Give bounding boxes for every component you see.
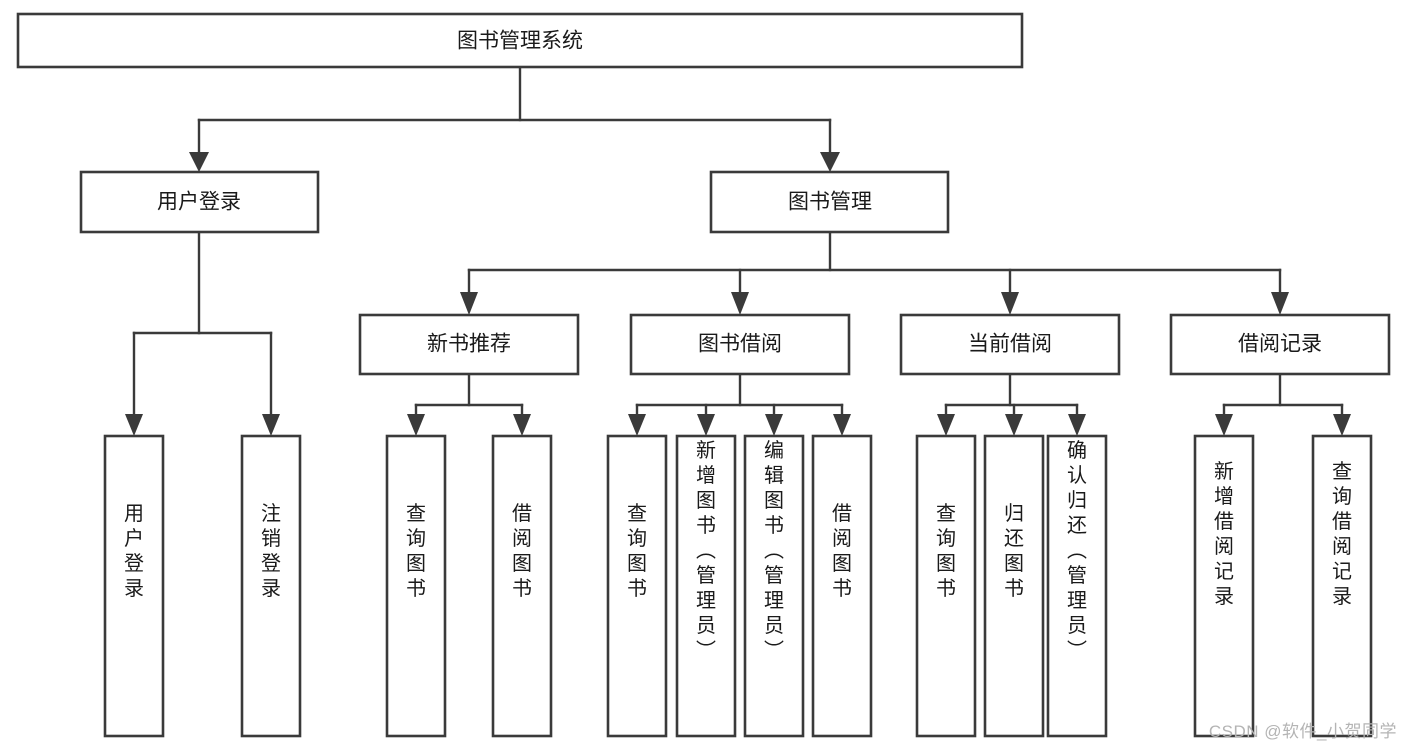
node-leaf-logout[interactable]: 注销登录 [240, 434, 302, 738]
node-leaf-query-book-cur[interactable]: 查询图书 [915, 434, 977, 738]
arrow-to-current-borrow [1001, 292, 1019, 315]
node-root-label: 图书管理系统 [457, 30, 583, 53]
arrow-leaf-return-book [1005, 414, 1023, 436]
node-leaf-borrow-book[interactable]: 借阅图书 [811, 434, 873, 738]
node-current-borrow-label: 当前借阅 [968, 333, 1052, 356]
node-new-book-rec-box[interactable] [358, 313, 580, 376]
node-leaf-borrow-book-box[interactable] [811, 434, 873, 738]
arrow-leaf-user-login [125, 414, 143, 436]
node-borrow-record[interactable]: 借阅记录 [1169, 313, 1391, 376]
node-leaf-query-record-box[interactable] [1311, 434, 1373, 738]
node-borrow-record-box[interactable] [1169, 313, 1391, 376]
node-leaf-edit-book-box[interactable] [743, 434, 805, 738]
arrow-leaf-query-book-borrow [628, 414, 646, 436]
node-leaf-user-login-box[interactable] [103, 434, 165, 738]
node-leaf-confirm-return-box[interactable] [1046, 434, 1108, 738]
node-leaf-edit-book[interactable]: 编辑图书︵管理员︶ [743, 434, 805, 738]
node-leaf-query-book-rec[interactable]: 查询图书 [385, 434, 447, 738]
node-leaf-user-login[interactable]: 用户登录 [103, 434, 165, 738]
node-user-login[interactable]: 用户登录 [79, 170, 320, 234]
node-borrow-record-label: 借阅记录 [1238, 333, 1322, 356]
node-leaf-query-book-borrow-box[interactable] [606, 434, 668, 738]
node-leaf-logout-label: 注销登录 [261, 502, 281, 600]
node-leaf-add-record-box[interactable] [1193, 434, 1255, 738]
node-leaf-return-book-box[interactable] [983, 434, 1045, 738]
node-leaf-query-book-cur-box[interactable] [915, 434, 977, 738]
connector-layer [125, 65, 1351, 436]
node-leaf-borrow-book-rec-label: 借阅图书 [512, 502, 532, 600]
node-leaf-return-book[interactable]: 归还图书 [983, 434, 1045, 738]
arrow-leaf-confirm-return [1068, 414, 1086, 436]
arrow-to-book-borrow [731, 292, 749, 315]
node-book-manage-box[interactable] [709, 170, 950, 234]
node-leaf-confirm-return-label: 确认归还︵管理员︶ [1067, 439, 1087, 662]
node-user-login-label: 用户登录 [157, 191, 241, 214]
node-leaf-query-record[interactable]: 查询借阅记录 [1311, 434, 1373, 738]
arrow-leaf-query-record [1333, 414, 1351, 436]
node-root-box[interactable] [16, 12, 1024, 69]
arrow-to-user-login [189, 152, 209, 172]
node-current-borrow[interactable]: 当前借阅 [899, 313, 1121, 376]
node-leaf-borrow-book-rec[interactable]: 借阅图书 [491, 434, 553, 738]
node-leaf-query-book-cur-label: 查询图书 [936, 502, 956, 600]
arrow-leaf-logout [262, 414, 280, 436]
node-leaf-user-login-label: 用户登录 [124, 503, 144, 600]
node-leaf-query-book-rec-label: 查询图书 [406, 502, 426, 600]
node-book-borrow-box[interactable] [629, 313, 851, 376]
arrow-leaf-query-book-rec [407, 414, 425, 436]
node-book-manage[interactable]: 图书管理 [709, 170, 950, 234]
arrow-to-book-manage [820, 152, 840, 172]
node-leaf-query-book-borrow-label: 查询图书 [627, 502, 647, 600]
node-leaf-query-book-borrow[interactable]: 查询图书 [606, 434, 668, 738]
node-leaf-add-record-label: 新增借阅记录 [1214, 460, 1234, 608]
node-leaf-borrow-book-label: 借阅图书 [832, 502, 852, 600]
node-leaf-logout-box[interactable] [240, 434, 302, 738]
node-new-book-rec-label: 新书推荐 [427, 333, 511, 356]
node-user-login-box[interactable] [79, 170, 320, 234]
node-leaf-edit-book-label: 编辑图书︵管理员︶ [764, 439, 784, 662]
node-current-borrow-box[interactable] [899, 313, 1121, 376]
node-leaf-confirm-return[interactable]: 确认归还︵管理员︶ [1046, 434, 1108, 738]
arrow-leaf-query-book-cur [937, 414, 955, 436]
node-new-book-rec[interactable]: 新书推荐 [358, 313, 580, 376]
node-leaf-add-book-box[interactable] [675, 434, 737, 738]
arrow-leaf-edit-book [765, 414, 783, 436]
node-leaf-add-record[interactable]: 新增借阅记录 [1193, 434, 1255, 738]
arrow-leaf-add-record [1215, 414, 1233, 436]
node-book-borrow-label: 图书借阅 [698, 333, 782, 356]
node-root[interactable]: 图书管理系统 [16, 12, 1024, 69]
node-book-manage-label: 图书管理 [788, 191, 872, 214]
arrow-leaf-borrow-book-rec [513, 414, 531, 436]
node-leaf-borrow-book-rec-box[interactable] [491, 434, 553, 738]
arrow-leaf-borrow-book [833, 414, 851, 436]
arrow-leaf-add-book [697, 414, 715, 436]
node-leaf-add-book[interactable]: 新增图书︵管理员︶ [675, 434, 737, 738]
node-leaf-return-book-label: 归还图书 [1004, 502, 1024, 600]
arrow-to-new-book-rec [460, 292, 478, 315]
node-book-borrow[interactable]: 图书借阅 [629, 313, 851, 376]
arrow-to-borrow-record [1271, 292, 1289, 315]
node-leaf-add-book-label: 新增图书︵管理员︶ [696, 439, 716, 662]
node-leaf-query-record-label: 查询借阅记录 [1332, 460, 1352, 608]
node-leaf-query-book-rec-box[interactable] [385, 434, 447, 738]
